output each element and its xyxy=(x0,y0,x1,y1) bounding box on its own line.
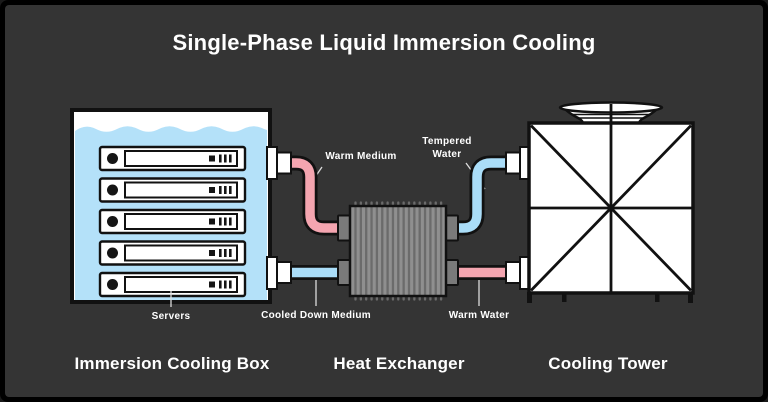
box-bottom-port-nipple xyxy=(276,261,292,284)
diagram-title: Single-Phase Liquid Immersion Cooling xyxy=(172,30,596,55)
server-rack-icon xyxy=(98,208,247,235)
servers-label: Servers xyxy=(151,311,191,322)
tower-leg xyxy=(655,292,660,302)
tower-bottom-port-nipple xyxy=(505,261,521,284)
box-top-port-nipple xyxy=(276,151,292,175)
cooled-down-medium-label: Cooled Down Medium xyxy=(261,310,371,321)
cooling-tower-label: Cooling Tower xyxy=(548,354,668,373)
warm-medium-pipe xyxy=(286,158,352,233)
server-rack-group xyxy=(98,145,247,298)
server-rack-icon xyxy=(98,240,247,266)
tempered-water-label: Tempered Water xyxy=(422,136,472,160)
pipe-ports xyxy=(266,146,531,290)
warm-water-label: Warm Water xyxy=(448,310,510,321)
cooling-tower-fan-icon xyxy=(558,101,664,125)
tower-leg xyxy=(688,292,693,303)
immersion-cooling-box-label: Immersion Cooling Box xyxy=(74,354,270,373)
tower-leg xyxy=(562,292,567,302)
tempered-water-pipe xyxy=(450,158,514,233)
server-rack-icon xyxy=(98,271,247,298)
tower-leg xyxy=(527,292,532,303)
box-bottom-port-flange xyxy=(266,256,278,290)
heat-exchanger-graphic xyxy=(337,201,459,301)
tower-top-port-nipple xyxy=(505,151,521,175)
server-rack-icon xyxy=(98,145,247,172)
pipes xyxy=(286,155,514,280)
immersion-cooling-box-graphic xyxy=(70,108,272,304)
warm-medium-label: Warm Medium xyxy=(325,151,397,162)
box-top-port-flange xyxy=(266,146,278,180)
server-rack-icon xyxy=(98,177,247,203)
exchanger-fins xyxy=(354,201,443,301)
cooling-tower-graphic xyxy=(527,101,695,303)
heat-exchanger-label: Heat Exchanger xyxy=(333,354,465,373)
